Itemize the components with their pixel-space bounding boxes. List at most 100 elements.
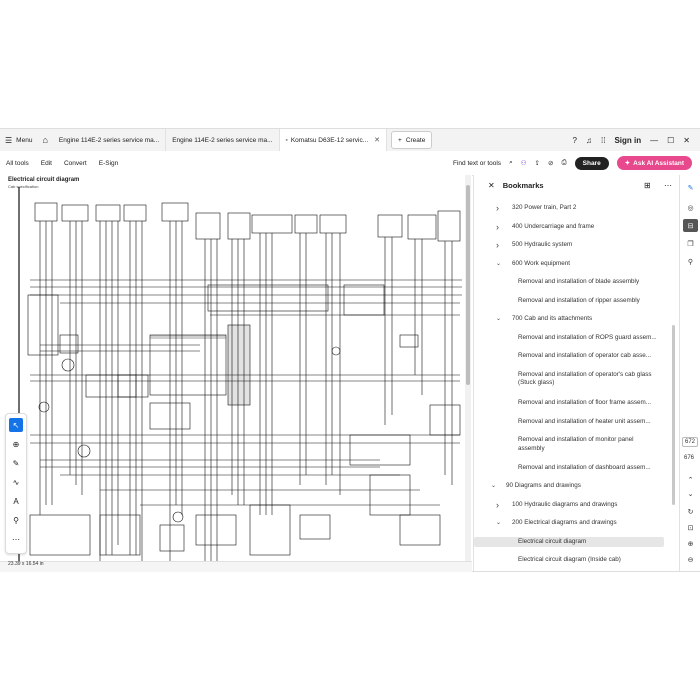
document-vertical-scrollbar[interactable] (465, 175, 471, 561)
bookmark-item[interactable]: Electrical circuit diagram (Inside cab) (474, 555, 664, 566)
page-up-icon[interactable]: ⌃ (687, 476, 694, 484)
hamburger-icon: ☰ (5, 135, 13, 145)
print-icon[interactable]: ⎙ (561, 159, 567, 166)
comment-icon[interactable]: ⊕ (12, 439, 20, 449)
rotate-icon[interactable]: ↻ (687, 508, 694, 516)
bookmark-label: Removal and installation of blade assemb… (518, 278, 640, 285)
tab-document-1[interactable]: Engine 114E-2 series service ma... (53, 129, 167, 151)
bookmark-label: 500 Hydraulic system (512, 241, 573, 248)
ask-ai-assistant-button[interactable]: ✦ Ask AI Assistant (616, 156, 692, 170)
text-box-icon[interactable]: A (13, 496, 19, 506)
chevron-right-icon[interactable]: › (496, 203, 499, 213)
bookmark-item[interactable]: Removal and installation of blade assemb… (474, 277, 664, 288)
help-icon[interactable]: ? (572, 135, 577, 145)
stamp-icon[interactable]: ⚲ (13, 515, 19, 525)
document-viewer[interactable]: Electrical circuit diagram Cab specifica… (0, 175, 472, 561)
close-panel-icon[interactable]: ✕ (488, 180, 495, 190)
menu-convert[interactable]: Convert (63, 159, 87, 167)
bookmark-item[interactable]: ⌄ 700 Cab and its attachments (474, 314, 664, 325)
page-down-icon[interactable]: ⌄ (687, 490, 694, 498)
close-tab-icon[interactable]: ✕ (374, 137, 381, 144)
bookmarks-title: Bookmarks (502, 180, 544, 190)
bookmark-label: Removal and installation of dashboard as… (518, 463, 651, 471)
select-cursor-icon[interactable]: ↖ (9, 418, 23, 432)
link-icon[interactable]: ⊘ (547, 160, 554, 167)
bookmark-item[interactable]: ⌄ 200 Electrical diagrams and drawings (474, 518, 664, 529)
window-controls: ? ♫ ⁞⁞ Sign in — ☐ ✕ (573, 136, 700, 145)
bookmark-item[interactable]: Removal and installation of operator cab… (474, 351, 664, 362)
diagram-subtitle: Cab specification (8, 184, 39, 189)
bookmarks-scrollbar[interactable] (672, 325, 675, 505)
chevron-down-icon[interactable]: ⌄ (496, 260, 502, 267)
zoom-out-icon[interactable]: ⊖ (687, 556, 694, 564)
menu-button[interactable]: ☰ Menu (0, 129, 37, 151)
toolbar-right: Find text or tools ⌕ ⚇ ⇪ ⊘ ⎙ Share ✦ Ask… (453, 156, 700, 170)
chevron-down-icon[interactable]: ⌄ (496, 520, 502, 526)
bookmark-item[interactable]: › 100 Hydraulic diagrams and drawings (474, 500, 664, 511)
bookmark-item[interactable]: ⌄600 Work equipment (474, 259, 664, 270)
chevron-right-icon[interactable]: › (496, 499, 499, 510)
draw-icon[interactable]: ∿ (12, 477, 20, 487)
menu-label: Menu (16, 136, 33, 144)
bookmark-item[interactable]: › 500 Hydraulic system (474, 240, 664, 251)
bookmark-item[interactable]: Electrical circuit diagram (474, 536, 664, 547)
close-window-icon[interactable]: ✕ (683, 135, 690, 145)
apps-icon[interactable]: ⁞⁞ (601, 135, 606, 145)
bookmark-item[interactable]: Removal and installation of monitor pane… (474, 435, 664, 454)
menu-e-sign[interactable]: E-Sign (98, 159, 119, 167)
status-bar (0, 561, 472, 572)
bookmark-label: Removal and installation of ROPS guard a… (518, 333, 657, 341)
total-pages: 676 (684, 455, 695, 461)
bookmark-item[interactable]: ›320 Power train, Part 2 (474, 203, 664, 214)
chevron-down-icon[interactable]: ⌄ (496, 316, 502, 322)
add-bookmark-icon[interactable]: ⊞ (644, 180, 651, 190)
pages-icon[interactable]: ❐ (687, 240, 694, 248)
bookmark-item[interactable]: Removal and installation of floor frame … (474, 398, 664, 409)
chevron-right-icon[interactable]: › (496, 240, 499, 250)
comment-panel-icon[interactable]: ◎ (687, 204, 694, 212)
tab-label: Engine 114E-2 series service ma... (172, 136, 273, 144)
scroll-thumb[interactable] (466, 185, 470, 385)
menu-all-tools[interactable]: All tools (6, 159, 29, 167)
minimize-icon[interactable]: — (650, 135, 659, 145)
bookmarks-panel-icon[interactable]: ⊟ (683, 219, 698, 232)
quick-tools-palette: ↖ ⊕ ✎ ∿ A ⚲ ⋯ (5, 413, 27, 554)
zoom-in-icon[interactable]: ⊕ (687, 540, 694, 548)
fit-page-icon[interactable]: ⊡ (687, 524, 694, 532)
edit-pdf-icon[interactable]: ✎ (687, 184, 694, 192)
bookmark-item[interactable]: ›400 Undercarriage and frame (474, 222, 664, 233)
create-button[interactable]: + Create (391, 131, 433, 149)
ai-tool-icon[interactable]: ⚇ (520, 160, 527, 167)
search-icon[interactable]: ⌕ (509, 159, 513, 166)
more-options-icon[interactable]: ⋯ (664, 180, 672, 190)
bookmark-item[interactable]: Removal and installation of heater unit … (474, 417, 664, 428)
bookmark-label: 90 Diagrams and drawings (506, 482, 581, 489)
bookmark-item[interactable]: Removal and installation of operator's c… (474, 370, 664, 389)
bookmark-item[interactable]: Removal and installation of ROPS guard a… (474, 333, 664, 344)
bookmark-label: 100 Hydraulic diagrams and drawings (512, 500, 618, 508)
current-page-number[interactable]: 672 (682, 437, 699, 447)
sign-in-button[interactable]: Sign in (614, 135, 642, 145)
home-button[interactable]: ⌂ (37, 129, 52, 151)
chevron-right-icon[interactable]: › (496, 221, 499, 232)
bookmarks-header: ✕ Bookmarks ⊞ ⋯ (474, 175, 679, 195)
find-tools-label[interactable]: Find text or tools (453, 159, 502, 167)
bookmark-item[interactable]: Removal and installation of ripper assem… (474, 296, 664, 307)
bookmark-label: 700 Cab and its attachments (512, 315, 593, 322)
tab-document-2[interactable]: Engine 114E-2 series service ma... (166, 129, 280, 151)
more-tools-icon[interactable]: ⋯ (12, 534, 20, 544)
bookmark-item[interactable]: Removal and installation of dashboard as… (474, 463, 664, 474)
tab-document-3[interactable]: ▪ Komatsu D63E-12 servic... ✕ (279, 129, 388, 151)
maximize-icon[interactable]: ☐ (667, 135, 675, 145)
notifications-icon[interactable]: ♫ (586, 135, 592, 145)
upload-icon[interactable]: ⇪ (534, 160, 540, 167)
tool-bar: All tools Edit Convert E-Sign Find text … (0, 151, 700, 176)
menu-edit[interactable]: Edit (40, 159, 52, 167)
tab-label: Engine 114E-2 series service ma... (58, 136, 160, 144)
bookmark-label: 200 Electrical diagrams and drawings (512, 519, 617, 526)
bookmark-item[interactable]: ⌄ 90 Diagrams and drawings (474, 481, 664, 492)
attachments-icon[interactable]: ⚲ (687, 258, 694, 266)
highlight-pen-icon[interactable]: ✎ (12, 458, 20, 468)
share-button[interactable]: Share (574, 156, 609, 170)
chevron-down-icon[interactable]: ⌄ (491, 483, 497, 489)
